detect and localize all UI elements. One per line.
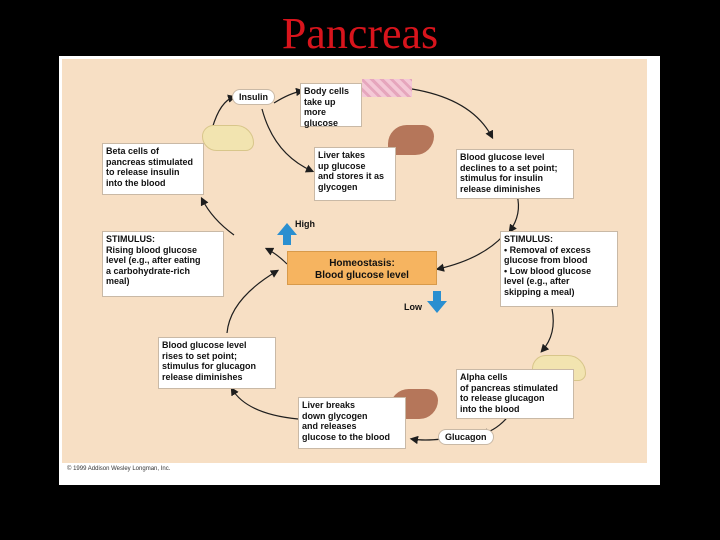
beta-cells-pancreas-image: [202, 125, 254, 151]
arrow-from-stimulus-falling: [540, 308, 554, 353]
copyright-text: © 1999 Addison Wesley Longman, Inc.: [67, 466, 171, 472]
arrow-to-homeostasis-right: [435, 234, 505, 272]
arrow-stimulus-rising-up: [200, 196, 235, 236]
page-title: Pancreas: [281, 9, 439, 58]
arrow-to-liver: [261, 108, 315, 173]
glucagon-label: Glucagon: [438, 429, 494, 445]
stimulus-falling-box: STIMULUS: • Removal of excess glucose fr…: [500, 231, 618, 307]
arrow-to-rises: [230, 386, 299, 420]
high-arrow: [277, 223, 297, 245]
arrow-to-declines: [411, 88, 494, 140]
high-label: High: [295, 219, 315, 229]
insulin-label: Insulin: [232, 89, 275, 105]
arrow-from-homeostasis-left: [264, 247, 288, 265]
arrow-to-body-cells: [273, 87, 305, 104]
low-label: Low: [404, 302, 422, 312]
homeostasis-box: Homeostasis: Blood glucose level: [287, 251, 437, 285]
arrow-to-insulin: [211, 94, 237, 130]
arrow-rises-up: [226, 269, 280, 334]
low-arrow: [427, 291, 447, 313]
arrow-declines-down: [508, 194, 520, 233]
body-cells-image: [362, 79, 412, 97]
